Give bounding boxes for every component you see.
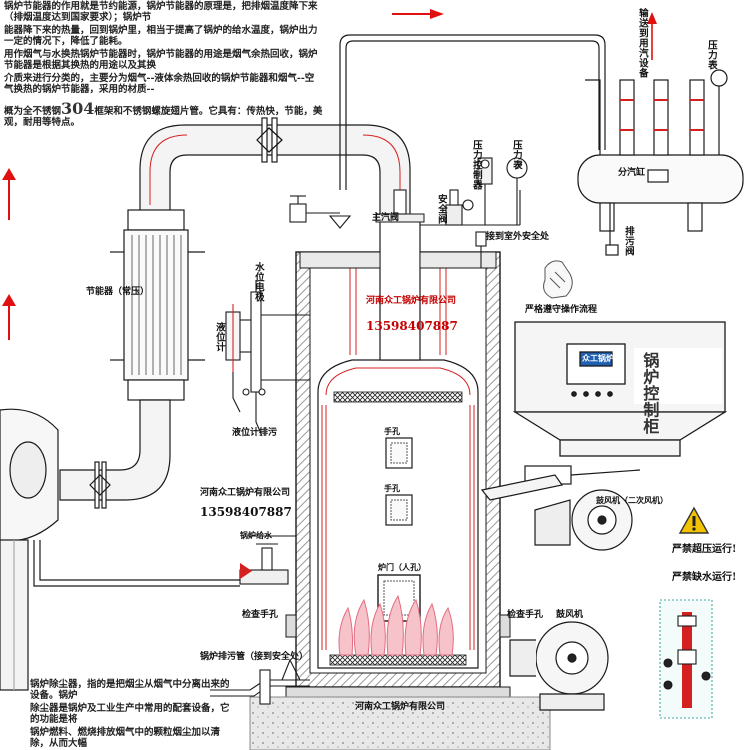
label-feed-water: 锅炉给水: [240, 530, 272, 540]
label-to-safety-pipe: 接到室外安全处: [486, 232, 550, 242]
main-steam-valve: [289, 189, 407, 229]
label-level-gauge-drain: 液位计排污: [232, 428, 278, 438]
label-blowdown: 锅炉排污管（接到安全处）: [200, 652, 309, 662]
label-economizer: 节能器（常压）: [86, 287, 150, 297]
label-warn-lackwater: 严禁缺水运行!: [672, 572, 737, 583]
pressure-controller: [477, 157, 493, 225]
intro-line-3: 用作烟气与水换热锅炉节能器时，锅炉节能器的用途是烟气余热回收，锅炉节能器是根据其…: [4, 49, 318, 71]
dedust-line-3: 锅炉燃料、燃烧排放烟气中的颗粒烟尘加以清除，从而大幅: [30, 727, 221, 749]
steam-line-top: [339, 34, 606, 190]
label-drain-valve: 排污阀: [622, 226, 634, 256]
safety-valve-assembly: [420, 189, 521, 268]
water-level-electrode: [225, 280, 310, 437]
label-delivery: 输送到用汽设备: [636, 8, 648, 78]
label-water-level-electrode: 水位电极: [252, 262, 264, 302]
label-steam-header: 分汽缸: [618, 168, 646, 178]
label-fan-primary: 鼓风机: [556, 610, 584, 620]
safety-valve-detail: [659, 599, 713, 719]
furnace-flames: [338, 594, 454, 656]
label-pressure-gauge-right: 压力表: [705, 40, 717, 70]
label-hand-hole-top: 手孔: [384, 426, 400, 436]
label-pressure-gauge: 压力表: [510, 140, 522, 170]
foundation: [249, 696, 551, 750]
flow-arrow-left-lower: [2, 294, 16, 340]
blowdown-pipe: [210, 659, 310, 705]
flow-arrow-delivery: [647, 12, 657, 60]
flue-duct-lower: [59, 399, 171, 509]
label-strict-flow: 严格遵守操作流程: [525, 305, 598, 315]
duct-flange-top: [256, 117, 283, 163]
blower-fan-primary: [509, 621, 609, 711]
flue-duct-upper: [139, 124, 411, 216]
panel-title: 众工锅炉: [582, 353, 614, 363]
dedust-line-1: 锅炉除尘器，指的是把烟尘从烟气中分离出来的设备。锅炉: [30, 679, 230, 701]
pressure-gauge-boiler: [506, 157, 528, 225]
label-main-steam-valve: 主汽阀: [372, 213, 400, 223]
steam-header-vessel: [577, 69, 744, 256]
label-level-gauge: 液位计: [213, 322, 225, 352]
label-warn-overpressure: 严禁超压运行!: [672, 544, 737, 555]
company-name-b: 河南众工锅炉有限公司: [200, 488, 291, 498]
flue-link-pipe: [33, 540, 240, 587]
phone-a: 13598407887: [366, 319, 458, 333]
intro-line-2: 能器降下来的热量，回到锅炉里，相当于提高了锅炉的给水温度，锅炉出力一定的情况下，…: [4, 25, 318, 47]
flow-arrow-left-upper: [2, 168, 16, 220]
feed-water-valve: [239, 535, 296, 585]
label-inspect-hole-left: 检查手孔: [242, 610, 279, 620]
warning-triangle-icon: [678, 506, 710, 534]
intro-line-5: 概为全不锈钢304框架和不锈钢螺旋翅片管。它具有：传热快，节能，美观，耐用等特点…: [4, 99, 323, 129]
intro-line-1: 锅炉节能器的作用就是节约能源，锅炉节能器的原理是，把排烟温度降下来（排烟温度达到…: [4, 1, 318, 23]
company-name-c: 河南众工锅炉有限公司: [355, 702, 446, 712]
dedust-line-2: 除尘器是锅炉及工业生产中常用的配套设备，它的功能是将: [30, 703, 230, 725]
label-control-cabinet: 锅炉控制柜: [640, 352, 660, 435]
phone-b: 13598407887: [200, 505, 292, 519]
dust-collector: [0, 408, 59, 691]
label-hand-hole-mid: 手孔: [384, 483, 400, 493]
label-fire-door: 炉门（人孔）: [378, 562, 426, 572]
blower-fan-secondary: [480, 465, 641, 551]
flow-arrow-top: [392, 9, 444, 19]
label-pressure-controller: 压力控制器: [470, 140, 482, 190]
intro-line-4: 介质来进行分类的，主要分为烟气--液体余热回收的锅炉节能器和烟气--空气换热的锅…: [4, 73, 315, 95]
label-fan-secondary: 鼓风机（二次风机）: [596, 495, 668, 505]
hand-icon: [543, 260, 573, 299]
company-name-a: 河南众工锅炉有限公司: [366, 296, 457, 306]
economizer-body: [110, 209, 205, 401]
label-inspect-hole-right: 检查手孔: [507, 610, 544, 620]
label-safety-valve: 安全阀: [435, 194, 447, 224]
control-cabinet: [512, 321, 728, 457]
